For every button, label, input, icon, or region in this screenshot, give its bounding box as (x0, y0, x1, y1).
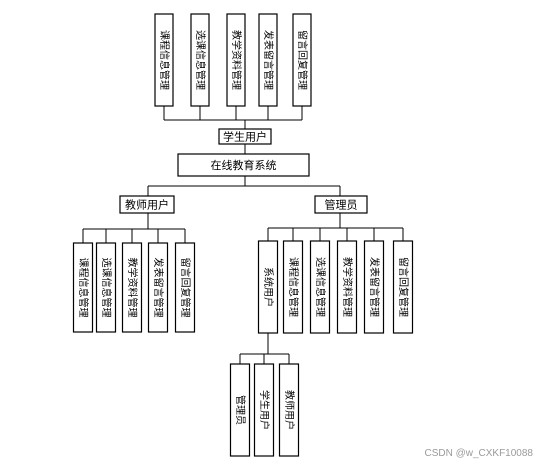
teacher-module-5-box (174, 242, 196, 333)
system-user-child-1-label: 管理员 (234, 395, 247, 425)
teacher-module-4: 发表留言管理 (147, 242, 169, 333)
teacher-module-5-label: 留言回复管理 (179, 258, 192, 318)
student-module-5: 留言回复管理 (292, 13, 312, 107)
admin-module-3: 选课信息管理 (309, 240, 331, 334)
system-user-child-2: 学生用户 (253, 363, 275, 457)
system-user-child-3-label: 教师用户 (283, 390, 296, 430)
admin-module-2-box (282, 240, 304, 334)
teacher-module-2-box (95, 242, 117, 333)
student-user-label: 学生用户 (223, 130, 267, 144)
admin-module-6-label: 留言回复管理 (397, 257, 410, 317)
teacher-user-label: 教师用户 (125, 198, 169, 212)
watermark: CSDN @w_CXKF10088 (424, 448, 533, 459)
admin-module-2-label: 课程信息管理 (287, 257, 300, 317)
teacher-module-5: 留言回复管理 (174, 242, 196, 333)
admin-user: 管理员 (314, 195, 368, 214)
student-user-box (218, 128, 272, 145)
student-user: 学生用户 (218, 128, 272, 145)
admin-module-5-label: 发表留言管理 (368, 257, 381, 317)
system-user-child-1-box (229, 363, 251, 457)
admin-module-5-box (363, 240, 385, 334)
admin-module-1-box (257, 240, 279, 334)
teacher-module-3: 教学资料管理 (121, 242, 143, 333)
student-module-4: 发表留言管理 (258, 13, 278, 107)
teacher-module-1: 课程信息管理 (72, 242, 94, 333)
teacher-module-3-label: 教学资料管理 (126, 258, 139, 318)
admin-module-3-label: 选课信息管理 (314, 257, 327, 317)
student-module-3: 教学资料管理 (226, 13, 246, 107)
student-module-5-label: 留言回复管理 (296, 30, 309, 90)
root-system: 在线教育系统 (177, 153, 310, 177)
student-module-4-box (258, 13, 278, 107)
student-module-3-label: 教学资料管理 (230, 30, 243, 90)
connector-lines (82, 106, 404, 364)
student-module-1-box (154, 13, 174, 107)
teacher-module-2: 选课信息管理 (95, 242, 117, 333)
system-user-child-3: 教师用户 (278, 363, 300, 457)
system-user-child-1: 管理员 (229, 363, 251, 457)
teacher-module-2-label: 选课信息管理 (100, 258, 113, 318)
admin-user-label: 管理员 (325, 198, 358, 212)
system-user-child-2-box (253, 363, 275, 457)
admin-module-1-label: 系统用户 (262, 267, 275, 307)
diagram-boxes: 课程信息管理选课信息管理教学资料管理发表留言管理留言回复管理学生用户在线教育系统… (72, 13, 414, 457)
teacher-module-1-box (72, 242, 94, 333)
student-module-4-label: 发表留言管理 (262, 30, 275, 90)
admin-module-4: 教学资料管理 (336, 240, 358, 334)
student-module-2: 选课信息管理 (190, 13, 210, 107)
root-system-box (177, 153, 310, 177)
student-module-1: 课程信息管理 (154, 13, 174, 107)
teacher-user: 教师用户 (119, 195, 175, 214)
admin-module-2: 课程信息管理 (282, 240, 304, 334)
teacher-module-1-label: 课程信息管理 (77, 258, 90, 318)
root-system-label: 在线教育系统 (211, 158, 277, 172)
student-module-5-box (292, 13, 312, 107)
system-user-child-3-box (278, 363, 300, 457)
teacher-module-3-box (121, 242, 143, 333)
teacher-module-4-box (147, 242, 169, 333)
admin-module-3-box (309, 240, 331, 334)
admin-module-1: 系统用户 (257, 240, 279, 334)
student-module-3-box (226, 13, 246, 107)
admin-user-box (314, 195, 368, 214)
teacher-user-box (119, 195, 175, 214)
admin-module-6: 留言回复管理 (392, 240, 414, 334)
admin-module-6-box (392, 240, 414, 334)
student-module-2-label: 选课信息管理 (194, 30, 207, 90)
student-module-2-box (190, 13, 210, 107)
admin-module-4-label: 教学资料管理 (341, 257, 354, 317)
admin-module-4-box (336, 240, 358, 334)
admin-module-5: 发表留言管理 (363, 240, 385, 334)
teacher-module-4-label: 发表留言管理 (152, 258, 165, 318)
student-module-1-label: 课程信息管理 (158, 30, 171, 90)
system-user-child-2-label: 学生用户 (258, 390, 271, 430)
